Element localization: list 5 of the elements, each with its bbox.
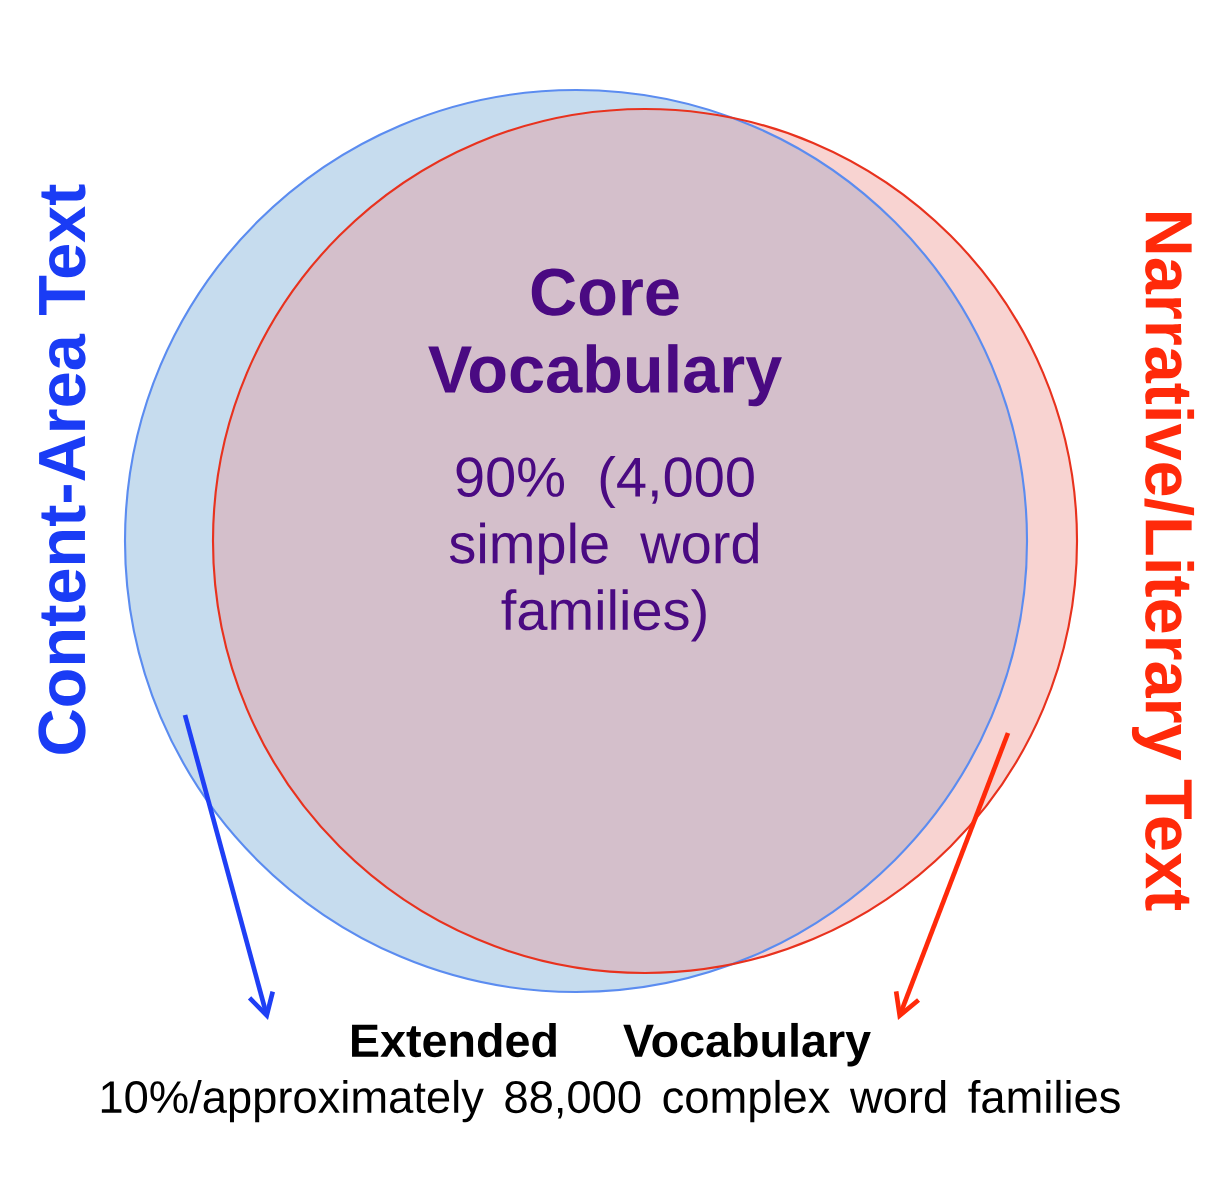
arrow <box>893 732 1011 1020</box>
circle-label: Content-Area Text <box>38 184 86 754</box>
circle-label: Narrative/Literary Text <box>1131 213 1195 911</box>
caption-text: Extended Vocabulary 10%/approximately 88,000 complex word families <box>101 1022 1120 1123</box>
arrow <box>182 714 275 1020</box>
